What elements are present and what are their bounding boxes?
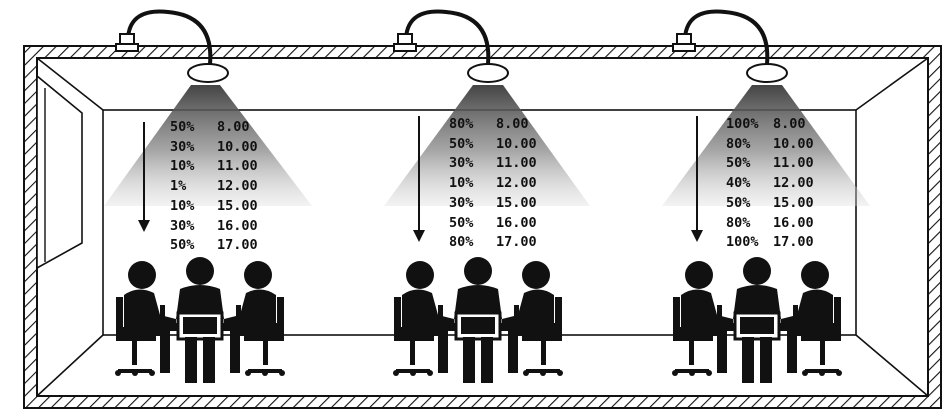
- schedule-row: 100%17.00: [726, 234, 814, 251]
- schedule-row: 1%12.00: [170, 178, 258, 195]
- schedule-lamp-1: 50%8.00 30%10.00 10%11.00 1%12.00 10%15.…: [170, 118, 258, 256]
- schedule-row: 10%11.00: [170, 158, 258, 175]
- schedule-row: 30%11.00: [449, 155, 537, 172]
- schedule-row: 80%16.00: [726, 214, 814, 231]
- schedule-row: 80%10.00: [726, 135, 814, 152]
- door: [36, 74, 83, 270]
- schedule-row: 40%12.00: [726, 175, 814, 192]
- schedule-row: 50%8.00: [170, 119, 250, 135]
- schedule-row: 50%11.00: [726, 155, 814, 172]
- schedule-row: 50%16.00: [449, 214, 537, 231]
- schedule-row: 100%8.00: [726, 116, 806, 132]
- lamp-1: [104, 9, 312, 232]
- schedule-lamp-3: 100%8.00 80%10.00 50%11.00 40%12.00 50%1…: [726, 115, 814, 253]
- schedule-row: 80%8.00: [449, 116, 529, 132]
- schedule-row: 50%17.00: [170, 237, 258, 254]
- schedule-row: 30%10.00: [170, 138, 258, 155]
- lamp-2: [384, 9, 590, 242]
- schedule-row: 30%15.00: [449, 194, 537, 211]
- schedule-row: 10%12.00: [449, 175, 537, 192]
- schedule-row: 30%16.00: [170, 217, 258, 234]
- schedule-row: 10%15.00: [170, 197, 258, 214]
- schedule-row: 50%10.00: [449, 135, 537, 152]
- schedule-row: 80%17.00: [449, 234, 537, 251]
- lamp-3: [662, 9, 870, 242]
- schedule-lamp-2: 80%8.00 50%10.00 30%11.00 10%12.00 30%15…: [449, 115, 537, 253]
- schedule-row: 50%15.00: [726, 194, 814, 211]
